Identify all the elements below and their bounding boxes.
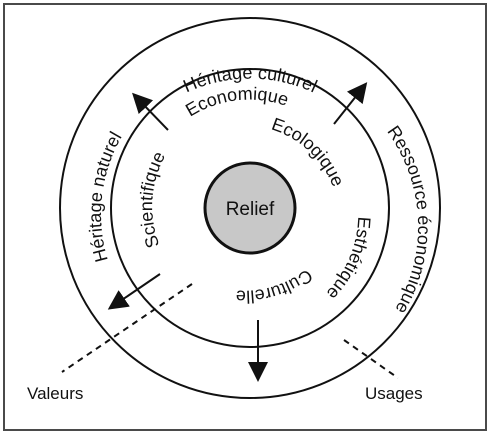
leader-label-right: Usages (365, 384, 423, 403)
outer-circle (59, 17, 441, 399)
leader-line-right (343, 339, 399, 379)
outer-label-right: Ressource économique (383, 122, 434, 317)
leader-label-left: Valeurs (27, 384, 83, 403)
arrow-upper-right (333, 82, 368, 125)
outer-label-left: Héritage naturel (85, 128, 126, 264)
inner-label-bottom: Culturelle (235, 265, 316, 306)
arrow-lower-left (107, 273, 161, 310)
inner-label-left: Scientifique (136, 148, 169, 250)
leader-line-left (61, 283, 193, 373)
center-circle (203, 161, 297, 255)
inner-label-lower-right: Esthétique (323, 216, 375, 304)
middle-circle (110, 68, 390, 348)
center-label: Relief (226, 199, 275, 220)
arrow-upper-left (132, 92, 169, 131)
